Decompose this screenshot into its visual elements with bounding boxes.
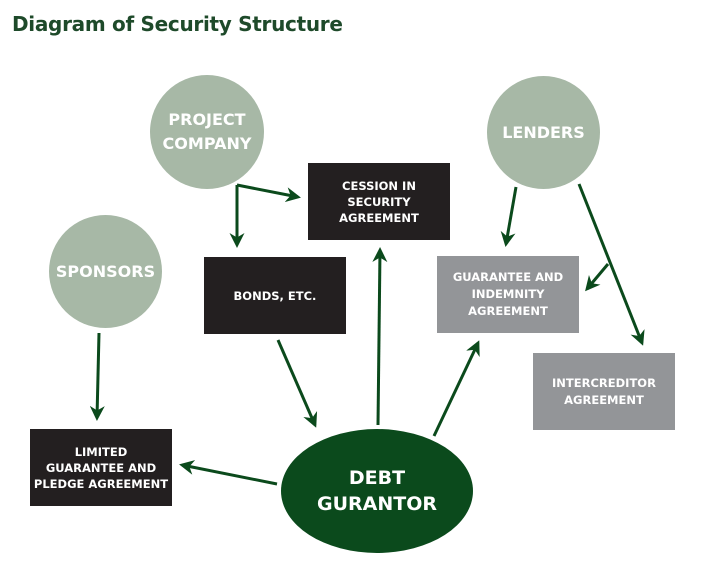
node-label: LENDERS bbox=[502, 122, 585, 142]
node-label: LIMITED GUARANTEE AND PLEDGE AGREEMENT bbox=[33, 444, 169, 491]
arrow-lenders-to-guarantee bbox=[500, 186, 518, 247]
arrow-sponsors-to-limited bbox=[89, 332, 105, 421]
arrow-project-to-cession bbox=[236, 183, 301, 203]
node-bonds: BONDS, ETC. bbox=[204, 257, 346, 334]
node-label: BONDS, ETC. bbox=[233, 288, 317, 303]
diagram-title: Diagram of Security Structure bbox=[12, 12, 343, 36]
node-cession-security-agreement: CESSION IN SECURITY AGREEMENT bbox=[308, 163, 450, 240]
arrow-debt-to-guarantee bbox=[432, 340, 480, 437]
node-label: CESSION IN SECURITY AGREEMENT bbox=[339, 178, 419, 225]
arrow-lenders-to-intercreditor bbox=[577, 183, 645, 346]
node-intercreditor-agreement: INTERCREDITOR AGREEMENT bbox=[533, 353, 675, 430]
node-guarantee-indemnity-agreement: GUARANTEE AND INDEMNITY AGREEMENT bbox=[437, 256, 579, 333]
node-limited-guarantee-pledge-agreement: LIMITED GUARANTEE AND PLEDGE AGREEMENT bbox=[30, 429, 172, 506]
node-label: GUARANTEE AND INDEMNITY AGREEMENT bbox=[452, 270, 564, 318]
node-label: DEBT GURANTOR bbox=[316, 467, 437, 515]
node-label: SPONSORS bbox=[55, 261, 156, 281]
arrow-branch-to-guarantee bbox=[585, 263, 610, 292]
arrow-debt-to-limited bbox=[179, 459, 278, 486]
node-project-company: PROJECT COMPANY bbox=[150, 75, 264, 189]
arrow-bonds-to-debt bbox=[276, 339, 318, 428]
arrow-debt-to-cession bbox=[372, 247, 388, 426]
node-debt-guarantor: DEBT GURANTOR bbox=[281, 429, 473, 553]
node-lenders: LENDERS bbox=[487, 76, 600, 189]
node-label: INTERCREDITOR AGREEMENT bbox=[552, 375, 656, 407]
node-label: PROJECT COMPANY bbox=[162, 110, 252, 153]
node-sponsors: SPONSORS bbox=[49, 215, 162, 328]
